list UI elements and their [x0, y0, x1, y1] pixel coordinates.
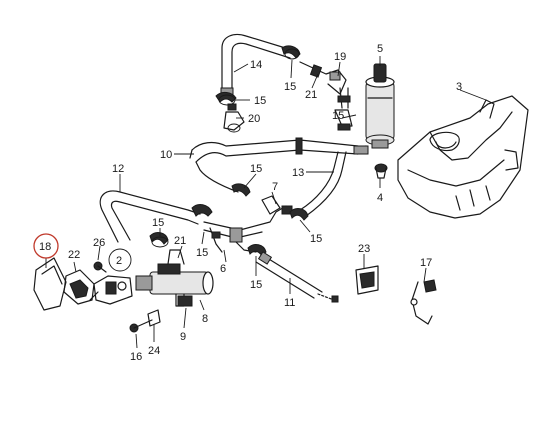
- washer-pump[interactable]: [355, 63, 395, 149]
- callout-labels: 14 15 19 21 15 20 15 5 3 4 10 13 15 7 12…: [39, 43, 462, 363]
- seal-22[interactable]: [63, 269, 95, 305]
- callout-15-h[interactable]: 15: [250, 279, 262, 291]
- callout-22[interactable]: 22: [68, 249, 80, 261]
- callout-21-a[interactable]: 21: [305, 89, 317, 101]
- clamp-upper-2[interactable]: [215, 91, 237, 106]
- pump-grommet[interactable]: [374, 163, 388, 179]
- callout-20[interactable]: 20: [248, 113, 260, 125]
- washer-fluid-reservoir[interactable]: [397, 95, 529, 219]
- screw-16[interactable]: [129, 319, 153, 333]
- clip-23[interactable]: [355, 265, 379, 295]
- callout-15-f[interactable]: 15: [196, 247, 208, 259]
- connector-2[interactable]: [89, 275, 133, 305]
- callout-15-a[interactable]: 15: [284, 81, 296, 93]
- hose-11[interactable]: [255, 251, 339, 303]
- callout-9[interactable]: 9: [180, 331, 186, 343]
- callout-2[interactable]: 2: [116, 255, 122, 267]
- pressure-pump-unit[interactable]: [135, 249, 214, 307]
- callout-4[interactable]: 4: [377, 192, 383, 204]
- hose-13[interactable]: [299, 151, 347, 217]
- bracket-24[interactable]: [147, 309, 161, 327]
- leader-lines: [45, 56, 487, 349]
- middle-hose-10[interactable]: [189, 137, 369, 197]
- callout-15-d[interactable]: 15: [250, 163, 262, 175]
- callout-16[interactable]: 16: [130, 351, 142, 363]
- callout-15-b[interactable]: 15: [254, 95, 266, 107]
- hose-t-junction[interactable]: [203, 195, 293, 253]
- callout-14[interactable]: 14: [250, 59, 262, 71]
- callout-11[interactable]: 11: [284, 297, 295, 309]
- clamp-upper-1[interactable]: [281, 45, 301, 60]
- callout-15-c[interactable]: 15: [332, 110, 344, 122]
- callout-5[interactable]: 5: [377, 43, 383, 55]
- screw-26[interactable]: [93, 261, 107, 273]
- callout-10[interactable]: 10: [160, 149, 172, 161]
- callout-6[interactable]: 6: [220, 263, 226, 275]
- callout-18[interactable]: 18: [39, 241, 51, 253]
- ring-2: [108, 248, 132, 272]
- clamp-mid-1[interactable]: [289, 208, 309, 221]
- callout-21-b[interactable]: 21: [174, 235, 186, 247]
- clamp-upper-3[interactable]: [227, 123, 241, 133]
- callout-17[interactable]: 17: [420, 257, 432, 269]
- callout-26[interactable]: 26: [93, 237, 105, 249]
- callout-15-e[interactable]: 15: [152, 217, 164, 229]
- callout-3[interactable]: 3: [456, 81, 462, 93]
- highlight-ring-18: [33, 233, 59, 259]
- callout-19[interactable]: 19: [334, 51, 346, 63]
- callout-12[interactable]: 12: [112, 163, 124, 175]
- washer-nozzle-cover-18[interactable]: [33, 257, 67, 311]
- callout-7[interactable]: 7: [272, 181, 278, 193]
- callout-rings: [33, 233, 132, 272]
- callout-15-g[interactable]: 15: [310, 233, 322, 245]
- bracket-17[interactable]: [410, 279, 437, 325]
- callout-13[interactable]: 13: [292, 167, 304, 179]
- clamp-mid-2[interactable]: [149, 232, 169, 248]
- callout-23[interactable]: 23: [358, 243, 370, 255]
- callout-8[interactable]: 8: [202, 313, 208, 325]
- callout-24[interactable]: 24: [148, 345, 160, 357]
